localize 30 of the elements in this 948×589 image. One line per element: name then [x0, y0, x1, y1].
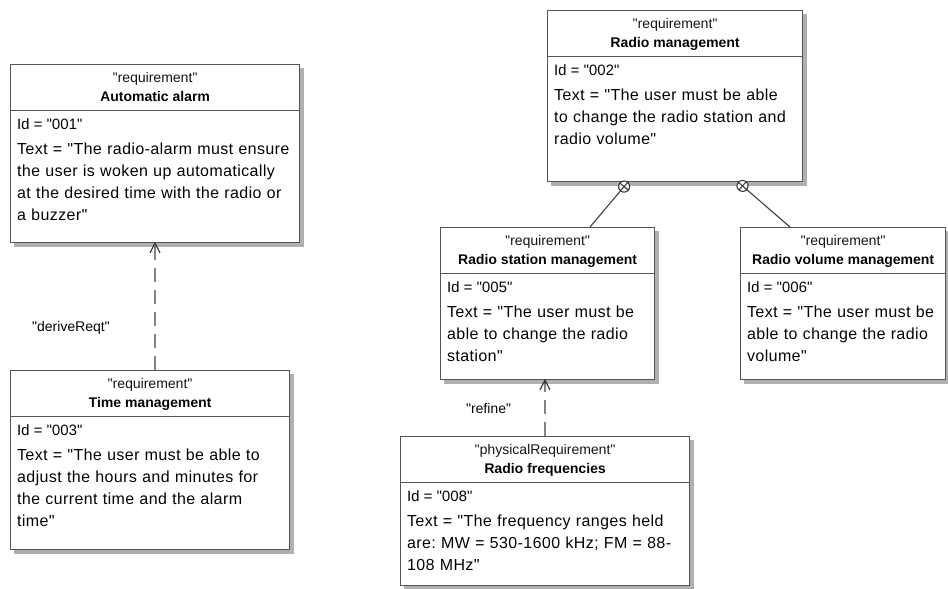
requirement-text: Text = "The user must be able to change the radio station"	[447, 303, 636, 367]
requirement-id: Id = "005"	[447, 278, 514, 298]
requirement-id: Id = "008"	[407, 487, 474, 507]
edge-label: "refine"	[464, 400, 513, 416]
requirement-text: Text = "The user must be able to change the radio volume"	[747, 303, 936, 367]
stereotype-label: "requirement"	[800, 231, 886, 249]
requirement-text: Text = "The user must be able to adjust the hours and minutes for the current time and the alarm time"	[17, 446, 262, 532]
requirement-text: Text = "The user must be able to change the radio station and radio volume"	[554, 86, 788, 150]
requirement-id: Id = "003"	[17, 421, 84, 441]
requirement-id: Id = "001"	[17, 115, 84, 135]
containment-line	[736, 180, 790, 228]
requirement-name: Time management	[88, 393, 212, 412]
stereotype-label: "physicalRequirement"	[474, 440, 616, 458]
requirement-name: Automatic alarm	[99, 87, 211, 106]
dependency-arrow	[539, 379, 551, 436]
requirement-name: Radio management	[609, 33, 741, 52]
requirement-id: Id = "006"	[747, 278, 814, 298]
stereotype-label: "requirement"	[112, 68, 198, 86]
stereotype-label: "requirement"	[504, 231, 591, 249]
requirement-name: Radio volume management	[750, 250, 936, 269]
stereotype-label: "requirement"	[106, 374, 194, 392]
stereotype-label: "requirement"	[632, 14, 718, 32]
requirement-id: Id = "002"	[554, 61, 620, 81]
requirement-text: Text = "The radio-alarm must ensure the user is woken up automatically at the desired time with the radio or a buzzer"	[17, 140, 291, 226]
containment-line	[590, 180, 630, 228]
requirement-name: Radio station management	[457, 250, 638, 269]
requirement-name: Radio frequencies	[483, 459, 607, 478]
dependency-arrow	[149, 242, 161, 370]
requirement-text: Text = "The frequency ranges held are: MW = 530-1600 kHz; FM = 88-108 MHz"	[407, 512, 672, 576]
edge-label: "deriveReqt"	[30, 318, 112, 334]
